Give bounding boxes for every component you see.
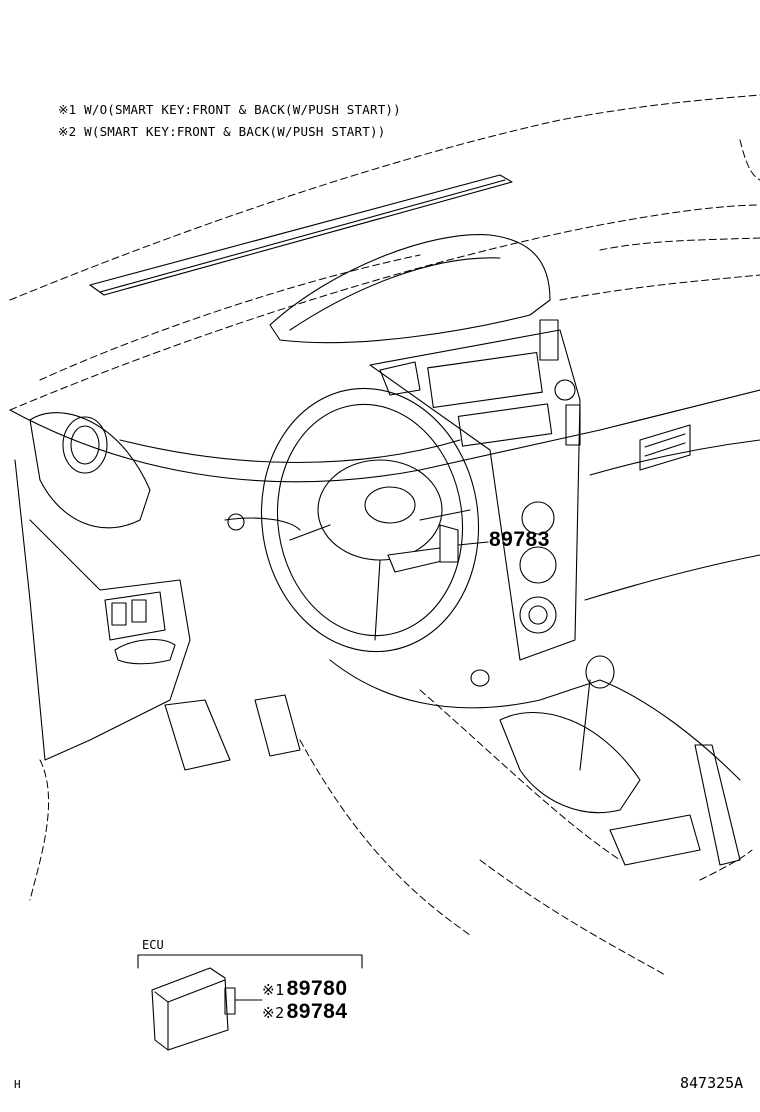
ignition-knob xyxy=(470,669,490,687)
cd-slot-panel xyxy=(457,403,553,447)
pillar-line xyxy=(739,139,760,181)
ecu-edges xyxy=(154,979,226,1051)
hvac-knob-2 xyxy=(519,546,557,584)
illustration-number: 847325A xyxy=(680,1074,744,1092)
passenger-vent-slats xyxy=(644,433,686,457)
coin-box xyxy=(114,639,176,665)
part-number-89780[interactable]: ※189780 xyxy=(262,977,348,1001)
part-number-89780-text: 89780 xyxy=(286,977,348,1000)
windshield-edge xyxy=(9,94,760,301)
meter-hood xyxy=(269,234,551,344)
meter-hood-inner xyxy=(289,257,501,331)
passenger-vent xyxy=(639,424,691,471)
glovebox-line xyxy=(589,439,760,476)
ecu-connector xyxy=(224,987,236,1015)
audio-knob xyxy=(554,379,576,401)
dash-crease xyxy=(119,439,461,463)
glovebox-lower xyxy=(584,554,760,601)
switch-1 xyxy=(111,602,127,626)
hvac-knob-3-center xyxy=(528,605,548,625)
floor-line-2 xyxy=(479,859,666,976)
defroster-slot xyxy=(89,174,513,296)
left-vent-inner xyxy=(70,425,100,465)
left-lower-panel xyxy=(14,459,191,761)
hvac-knob-3 xyxy=(519,596,557,634)
footer-code: H xyxy=(14,1078,21,1091)
power-outlet-panel xyxy=(609,814,701,866)
spiral-cable-body xyxy=(387,547,447,573)
shift-knob xyxy=(585,655,615,689)
pedal-1 xyxy=(164,699,231,771)
leader-89783 xyxy=(457,541,489,546)
left-vent-housing xyxy=(29,412,151,529)
shift-lever xyxy=(579,679,591,771)
horn-pad xyxy=(364,486,416,524)
steering-wheel-rim xyxy=(260,387,480,653)
stalk-left xyxy=(224,517,301,531)
note-mark-1: ※1 xyxy=(262,981,285,999)
note-mark-2: ※2 xyxy=(262,1004,285,1022)
left-vent xyxy=(62,416,108,474)
seat-line xyxy=(699,849,753,881)
footnote-1: ※1 W/O(SMART KEY:FRONT & BACK(W/PUSH STA… xyxy=(58,102,401,117)
part-number-89784-text: 89784 xyxy=(286,1000,348,1023)
floor-line xyxy=(299,739,471,936)
defroster-inner xyxy=(99,179,506,293)
dash-lower-edge xyxy=(9,389,760,483)
door-line xyxy=(29,759,50,901)
parking-brake xyxy=(694,744,741,866)
ecu-body xyxy=(151,967,229,1051)
dash-rear-line xyxy=(599,237,760,251)
footnote-2: ※2 W(SMART KEY:FRONT & BACK(W/PUSH START… xyxy=(58,124,386,139)
tunnel-line xyxy=(419,689,621,861)
dash-rear-line-2 xyxy=(559,274,760,301)
hvac-knob-1 xyxy=(521,501,555,535)
hazard-switch xyxy=(539,319,559,361)
steering-wheel-rim-inner xyxy=(276,403,464,637)
steering-spokes xyxy=(289,509,471,641)
ecu-bracket xyxy=(137,954,363,969)
spiral-cable-connector xyxy=(439,524,459,563)
center-stack xyxy=(369,329,581,661)
dash-top-line xyxy=(9,204,760,411)
dash-top-line-2 xyxy=(39,254,421,381)
part-number-89783[interactable]: 89783 xyxy=(489,528,550,551)
center-vent-left xyxy=(379,361,421,396)
part-number-89784[interactable]: ※289784 xyxy=(262,1000,348,1024)
switch-2 xyxy=(131,599,147,623)
stalk-knob xyxy=(227,513,245,531)
side-button xyxy=(565,404,581,446)
ecu-label: ECU xyxy=(142,938,164,952)
pedal-2 xyxy=(254,694,301,757)
shifter-bezel xyxy=(499,712,641,814)
console-front xyxy=(329,659,741,781)
audio-head-unit xyxy=(427,351,543,409)
switch-bank xyxy=(104,591,166,641)
steering-hub xyxy=(317,459,443,561)
